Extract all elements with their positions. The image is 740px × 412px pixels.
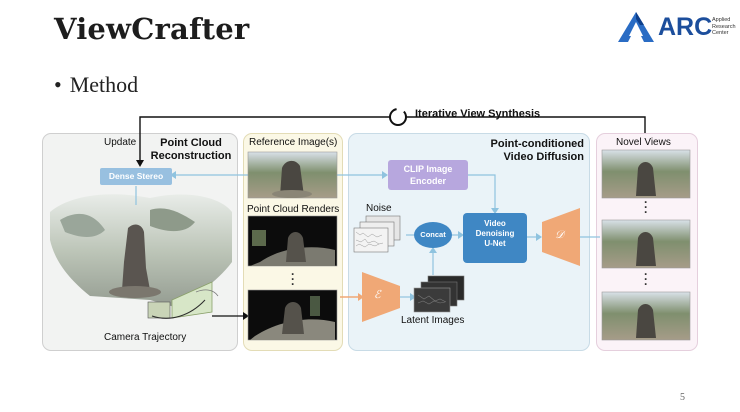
reconstruction-title-line1: Point Cloud xyxy=(160,137,222,149)
point-cloud-renders-label: Point Cloud Renders xyxy=(247,204,340,215)
dense-stereo-box: Dense Stereo xyxy=(100,168,172,185)
latent-images-label: Latent Images xyxy=(401,315,465,326)
logo-sub-line1: Applied xyxy=(712,17,731,23)
novel-views-ellipsis-2: ··· xyxy=(644,267,648,291)
logo-sub-line3: Center xyxy=(712,30,729,36)
clip-line1: CLIP Image xyxy=(403,164,453,174)
camera-trajectory-label: Camera Trajectory xyxy=(104,332,187,343)
arc-logo: ARC Applied Research Center xyxy=(616,10,736,46)
arc-logo-subtitle: Applied Research Center xyxy=(712,17,736,37)
video-diffusion-title-line2: Video Diffusion xyxy=(503,151,584,163)
clip-encoder-box: CLIP Image Encoder xyxy=(388,160,468,190)
video-denoising-unet: Video Denoising U-Net xyxy=(463,213,527,263)
arc-logo-text: ARC xyxy=(658,13,713,41)
slide-title: ViewCrafter xyxy=(54,12,250,46)
novel-views-ellipsis-1: ··· xyxy=(644,195,648,219)
latent-stack xyxy=(413,275,465,313)
update-label: Update xyxy=(104,137,137,148)
page-number: 5 xyxy=(680,392,685,403)
unet-line3: U-Net xyxy=(484,239,506,248)
concat-node: Concat xyxy=(414,222,452,248)
reconstruction-title-line2: Reconstruction xyxy=(150,150,232,162)
unet-line1: Video xyxy=(484,219,506,228)
video-diffusion-title-line1: Point-conditioned xyxy=(490,138,584,150)
video-diffusion-title: Point-conditioned Video Diffusion xyxy=(470,138,584,164)
renders-ellipsis: ··· xyxy=(291,267,295,291)
noise-label: Noise xyxy=(366,203,392,214)
novel-views-label: Novel Views xyxy=(616,137,671,148)
reference-images-label: Reference Image(s) xyxy=(249,137,338,148)
iterative-view-synthesis-label: Iterative View Synthesis xyxy=(415,108,541,120)
unet-line2: Denoising xyxy=(475,229,515,238)
novel-view-thumbs xyxy=(601,149,691,341)
noise-stack xyxy=(353,215,401,253)
clip-line2: Encoder xyxy=(409,176,446,186)
logo-sub-line2: Research xyxy=(712,23,736,30)
bullet-dot: • xyxy=(54,72,62,97)
bullet-method: • Method xyxy=(54,72,138,98)
bullet-text: Method xyxy=(69,72,139,97)
decoder-symbol: 𝒟 xyxy=(555,229,564,241)
encoder-symbol: ℰ xyxy=(374,289,381,301)
reconstruction-title: Point Cloud Reconstruction xyxy=(148,137,234,163)
arc-logo-icon xyxy=(618,12,654,42)
